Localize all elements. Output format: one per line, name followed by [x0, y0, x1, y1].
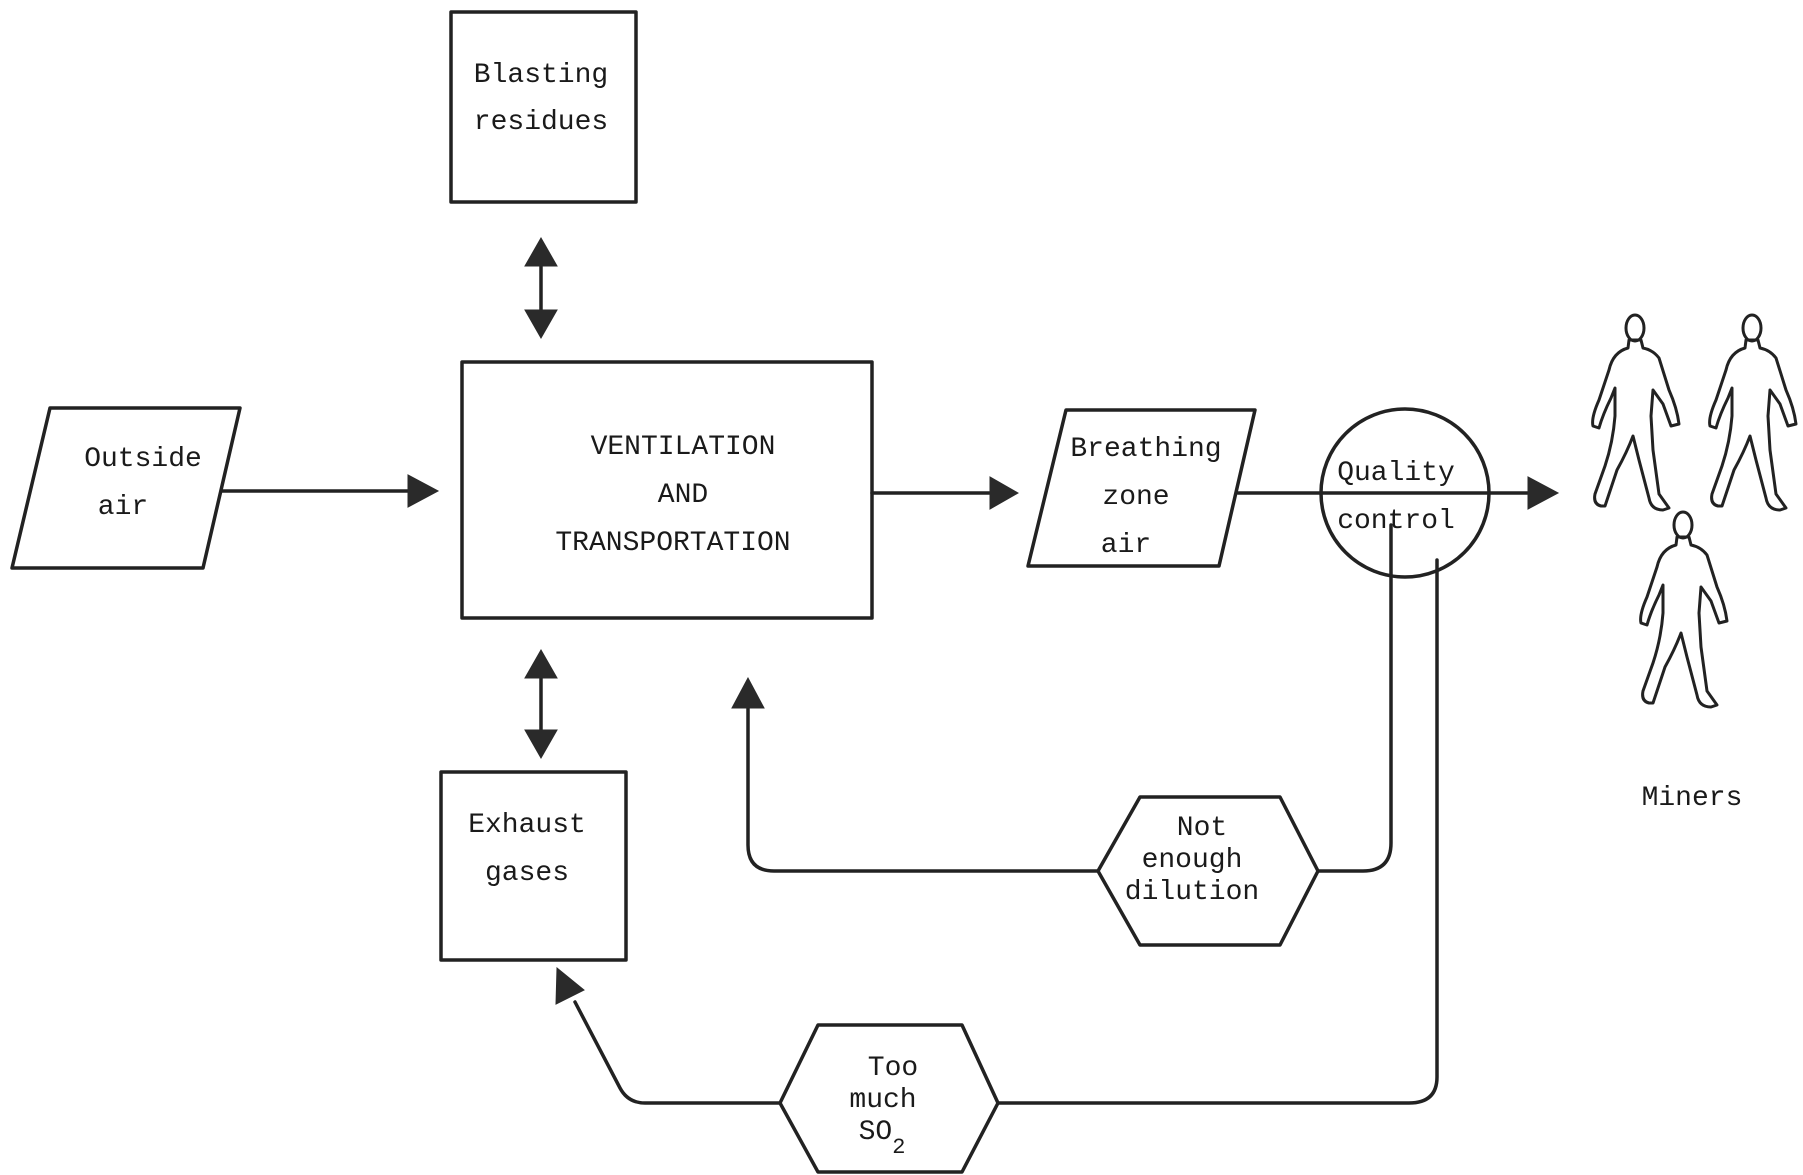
exhaust-gases-node: Exhaust gases — [441, 772, 626, 960]
quality-control-label-1: Quality — [1337, 458, 1455, 489]
ventilation-label-1: VENTILATION — [591, 432, 776, 463]
so2-feedback-path — [556, 560, 1437, 1103]
breathing-zone-label-2: zone — [1102, 482, 1169, 513]
so2-subscript: 2 — [892, 1135, 905, 1160]
exhaust-gases-label-2: gases — [485, 858, 569, 889]
miners-label: Miners — [1642, 783, 1743, 814]
outside-air-label-1: Outside — [84, 444, 202, 475]
ventilation-label-2: AND — [658, 480, 708, 511]
blasting-residues-label-1: Blasting — [474, 60, 608, 91]
too-much-so2-node: Too much SO2 — [780, 1025, 998, 1172]
not-enough-dilution-label-1: Not — [1177, 813, 1227, 844]
miner-figure-2 — [1710, 315, 1796, 510]
breathing-zone-air-node: Breathing zone air — [1028, 410, 1255, 566]
ventilation-transportation-node: VENTILATION AND TRANSPORTATION — [462, 362, 872, 618]
miner-figure-1 — [1593, 315, 1679, 510]
so2-main-text: SO — [859, 1117, 893, 1148]
outside-air-label-2: air — [98, 492, 148, 523]
not-enough-dilution-node: Not enough dilution — [1098, 797, 1318, 945]
outside-air-to-ventilation-arrow — [222, 475, 438, 507]
too-much-so2-label-1: Too — [868, 1053, 918, 1084]
exhaust-gases-label-1: Exhaust — [468, 810, 586, 841]
breathing-zone-label-3: air — [1101, 530, 1151, 561]
outside-air-node: Outside air — [12, 408, 240, 568]
ventilation-exhaust-double-arrow — [525, 650, 557, 758]
blasting-residues-node: Blasting residues — [451, 12, 636, 202]
blasting-ventilation-double-arrow — [525, 238, 557, 338]
not-enough-dilution-label-3: dilution — [1125, 877, 1259, 908]
ventilation-label-3: TRANSPORTATION — [555, 528, 790, 559]
not-enough-dilution-label-2: enough — [1142, 845, 1243, 876]
quality-control-label-2: control — [1337, 506, 1455, 537]
too-much-so2-label-2: much — [849, 1085, 916, 1116]
miner-figure-3 — [1641, 512, 1727, 707]
too-much-so2-label-3: SO2 — [859, 1117, 906, 1160]
breathing-zone-label-1: Breathing — [1070, 434, 1221, 465]
ventilation-to-breathing-zone-arrow — [872, 477, 1018, 509]
blasting-residues-label-2: residues — [474, 107, 608, 138]
